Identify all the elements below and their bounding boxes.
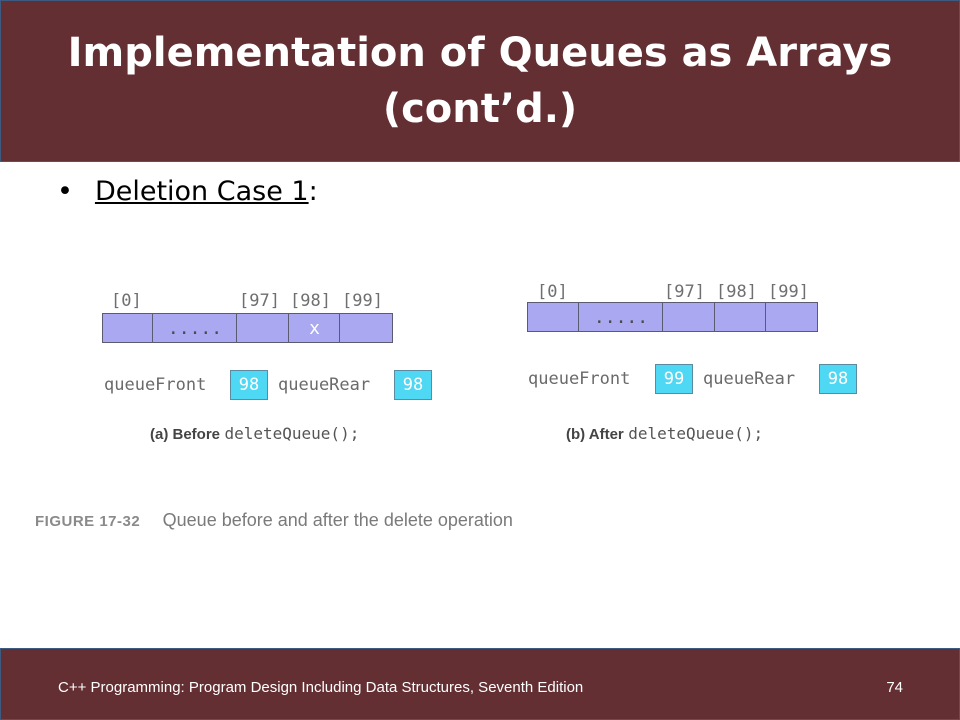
array-cell-ellipsis: ..... xyxy=(578,302,664,332)
index-label-99: [99] xyxy=(342,291,383,311)
queue-front-label: queueFront xyxy=(104,375,207,395)
subfigure-caption-after: (b) After deleteQueue(); xyxy=(566,424,763,444)
array-cell-97 xyxy=(662,302,716,332)
footer-text: C++ Programming: Program Design Includin… xyxy=(58,679,584,696)
array-cell-0 xyxy=(527,302,580,332)
index-label-97: [97] xyxy=(239,291,280,311)
caption-code: deleteQueue(); xyxy=(628,424,764,443)
index-label-98: [98] xyxy=(716,282,757,302)
caption-code: deleteQueue(); xyxy=(224,424,360,443)
queue-front-label: queueFront xyxy=(528,369,631,389)
title-banner: Implementation of Queues as Arrays (cont… xyxy=(0,0,960,162)
figure-caption-text: Queue before and after the delete operat… xyxy=(162,510,513,530)
subfigure-caption-before: (a) Before deleteQueue(); xyxy=(150,424,359,444)
queue-rear-label: queueRear xyxy=(278,375,371,395)
queue-front-value: 99 xyxy=(655,364,693,394)
index-label-98: [98] xyxy=(290,291,331,311)
page-number: 74 xyxy=(886,679,903,696)
array-cell-0 xyxy=(102,313,154,343)
array-cell-99 xyxy=(765,302,818,332)
index-label-0: [0] xyxy=(111,291,142,311)
array-cell-ellipsis: ..... xyxy=(152,313,238,343)
figure-caption: FIGURE 17-32 Queue before and after the … xyxy=(35,510,513,531)
queue-rear-value: 98 xyxy=(394,370,432,400)
footer-banner: C++ Programming: Program Design Includin… xyxy=(0,648,960,720)
slide-title: Implementation of Queues as Arrays (cont… xyxy=(67,30,893,132)
bullet-marker: • xyxy=(57,176,73,207)
bullet-underlined-text: Deletion Case 1 xyxy=(94,176,309,207)
bullet-item: • Deletion Case 1: xyxy=(57,176,318,207)
index-label-97: [97] xyxy=(664,282,705,302)
array-cell-98 xyxy=(714,302,767,332)
array-cell-98: x xyxy=(288,313,341,343)
array-cell-99 xyxy=(339,313,393,343)
figure-number: FIGURE 17-32 xyxy=(35,513,141,530)
array-cell-97 xyxy=(236,313,290,343)
index-label-0: [0] xyxy=(537,282,568,302)
bullet-suffix: : xyxy=(308,176,318,207)
index-label-99: [99] xyxy=(768,282,809,302)
queue-front-value: 98 xyxy=(230,370,268,400)
caption-tag: (b) After xyxy=(566,426,624,443)
caption-tag: (a) Before xyxy=(150,426,221,443)
queue-rear-value: 98 xyxy=(819,364,857,394)
queue-rear-label: queueRear xyxy=(703,369,796,389)
